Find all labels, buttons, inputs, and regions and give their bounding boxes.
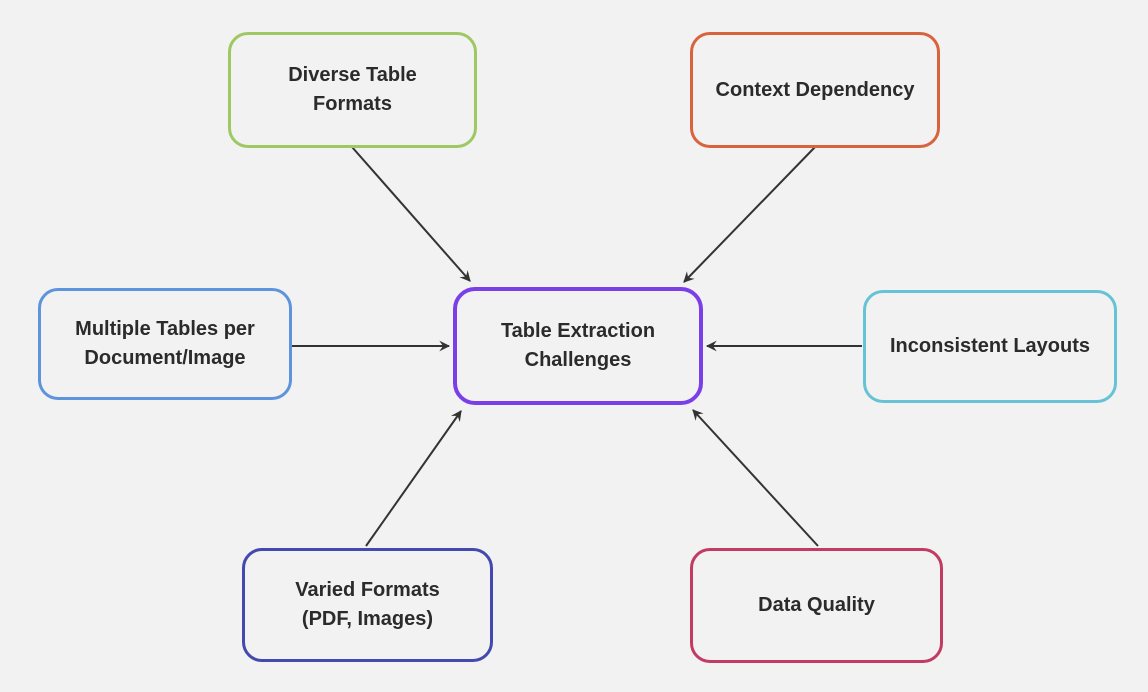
edge-context-dependency [683, 145, 817, 283]
node-table-extraction-challenges: Table Extraction Challenges [453, 287, 703, 405]
node-label-inconsistent-layouts: Inconsistent Layouts [889, 335, 1091, 357]
node-varied-formats: Varied Formats (PDF, Images) [242, 548, 493, 662]
edge-diverse-table-formats [351, 146, 471, 282]
node-label-varied-formats: Varied Formats (PDF, Images) [295, 579, 440, 630]
node-label-multiple-tables: Multiple Tables per Document/Image [75, 318, 255, 369]
node-label-diverse-table-formats: Diverse Table Formats [288, 64, 417, 115]
node-data-quality: Data Quality [690, 548, 943, 663]
node-context-dependency: Context Dependency [690, 32, 940, 148]
node-multiple-tables: Multiple Tables per Document/Image [38, 288, 292, 400]
edge-data-quality [692, 409, 819, 547]
node-label-table-extraction-challenges: Table Extraction Challenges [500, 320, 656, 371]
node-label-data-quality: Data Quality [758, 594, 875, 616]
node-diverse-table-formats: Diverse Table Formats [228, 32, 477, 148]
node-label-context-dependency: Context Dependency [715, 78, 915, 101]
edge-varied-formats [365, 410, 462, 547]
node-inconsistent-layouts: Inconsistent Layouts [863, 290, 1117, 403]
